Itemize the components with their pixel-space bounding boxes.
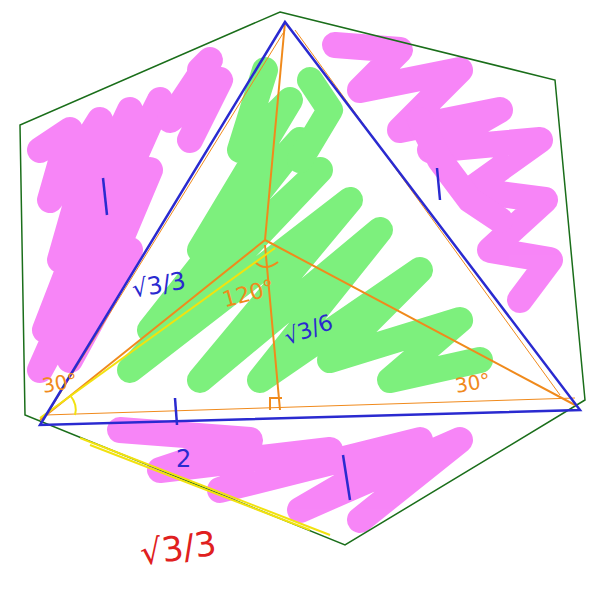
dimension-label: √3/3 [138, 525, 219, 573]
green-shading [130, 70, 480, 380]
pink-shading [40, 45, 550, 520]
blue-triangle [40, 22, 580, 500]
dimension-label: 30° [40, 369, 79, 397]
dimension-label: 30° [453, 369, 492, 397]
orange-lines [40, 22, 575, 420]
yellow-lines [40, 248, 330, 535]
dimension-label: 2 [176, 446, 191, 472]
hexagon-outline [20, 12, 585, 545]
